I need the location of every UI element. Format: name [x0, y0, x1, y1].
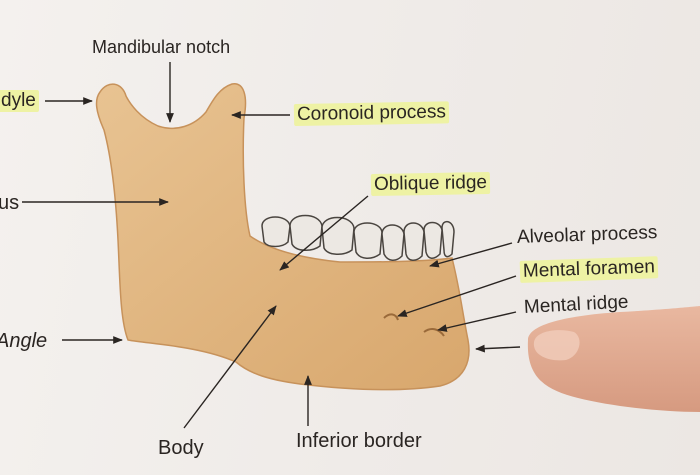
- label-body: Body: [158, 437, 204, 459]
- label-condyle: dyle: [0, 90, 39, 112]
- mental-foramen-mark: [383, 313, 399, 321]
- label-inferior-border: Inferior border: [296, 430, 422, 452]
- label-mandibular-notch: Mandibular notch: [92, 37, 231, 57]
- label-angle: Angle: [0, 330, 48, 352]
- mental-ridge-mark: [423, 328, 445, 337]
- label-ramus: us: [0, 192, 20, 214]
- leader-lines: [22, 62, 521, 429]
- mandible-shape: [95, 83, 470, 391]
- teeth: [261, 214, 455, 261]
- label-oblique-ridge: Oblique ridge: [370, 171, 491, 196]
- label-coronoid-process: Coronoid process: [293, 101, 450, 126]
